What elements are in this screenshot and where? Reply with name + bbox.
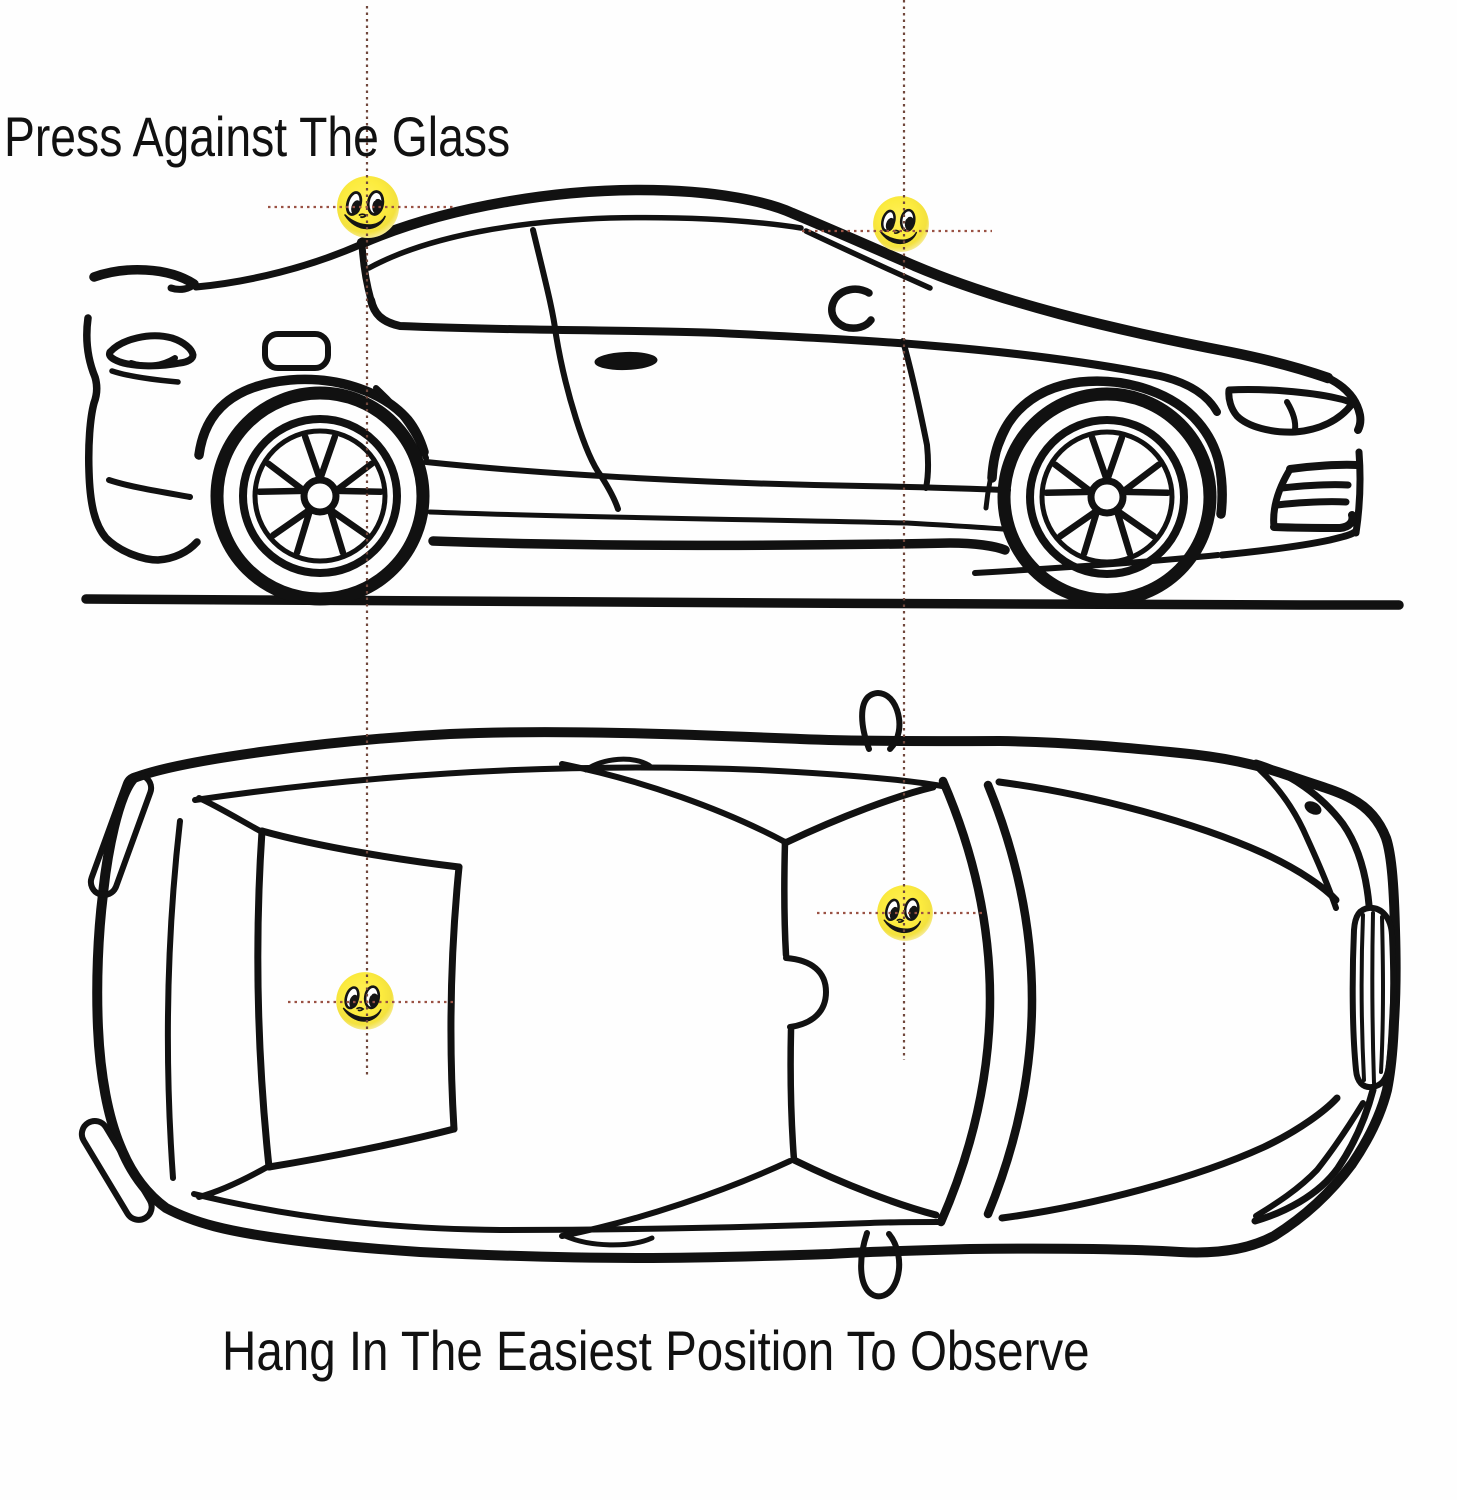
- svg-text:Hang In The Easiest Position T: Hang In The Easiest Position To Observe: [222, 1320, 1090, 1383]
- svg-text:Press Against The Glass: Press Against The Glass: [4, 105, 510, 168]
